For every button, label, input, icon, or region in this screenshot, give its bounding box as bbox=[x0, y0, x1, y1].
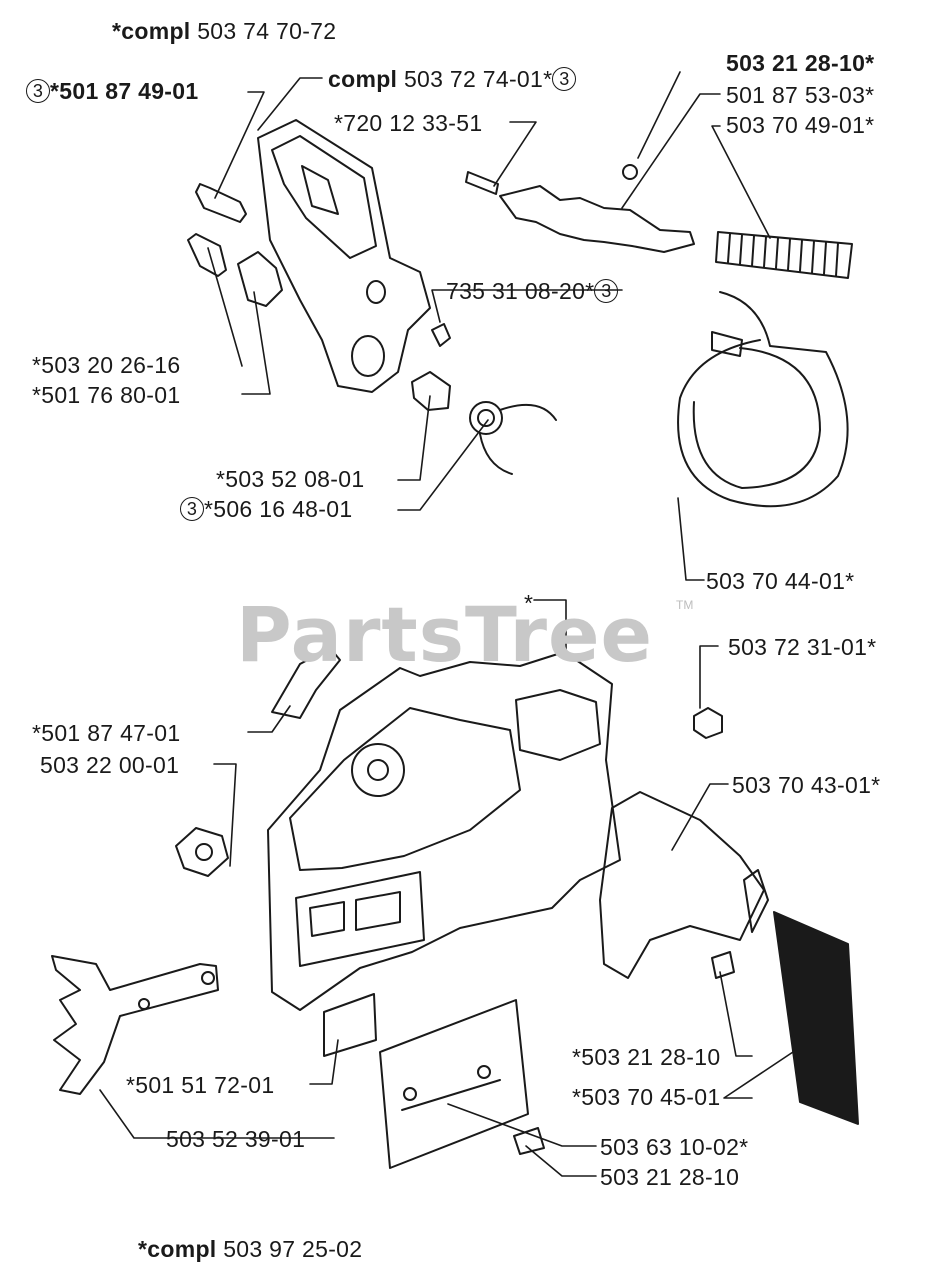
bolt-part bbox=[187, 183, 451, 411]
part-number: 503 70 43-01* bbox=[732, 772, 881, 798]
part-label-503-52-39-01[interactable]: 503 52 39-01 bbox=[166, 1126, 305, 1152]
part-label-503-21-28-10-top[interactable]: 503 21 28-10* bbox=[726, 50, 874, 76]
side-cover-part bbox=[599, 791, 769, 979]
ref-circle: 3 bbox=[26, 79, 50, 103]
part-number: *720 12 33-51 bbox=[334, 110, 483, 136]
part-number: 503 70 49-01* bbox=[726, 112, 875, 138]
part-label-503-70-45-01[interactable]: *503 70 45-01 bbox=[572, 1084, 720, 1110]
part-label-503-22-00-01[interactable]: 503 22 00-01 bbox=[40, 752, 179, 778]
ref-circle: 3 bbox=[180, 497, 204, 521]
ref-circle: 3 bbox=[552, 67, 577, 91]
part-label-503-72-31-01[interactable]: 503 72 31-01* bbox=[728, 634, 876, 660]
part-number: *503 52 08-01 bbox=[216, 466, 365, 492]
compl-number: 503 74 70-72 bbox=[197, 18, 337, 44]
part-number: 503 52 39-01 bbox=[166, 1126, 306, 1152]
part-label-503-70-43-01[interactable]: 503 70 43-01* bbox=[732, 772, 880, 798]
part-label-501-87-49-01[interactable]: 3*501 87 49-01 bbox=[26, 78, 198, 104]
small-lower-parts bbox=[175, 647, 735, 1155]
part-number: 503 22 00-01 bbox=[40, 752, 180, 778]
part-label-735-31-08-20[interactable]: 735 31 08-20*3 bbox=[446, 278, 619, 304]
header-compl-label: *compl 503 74 70-72 bbox=[112, 18, 336, 44]
brake-lever-part bbox=[465, 164, 695, 253]
part-number: * bbox=[524, 590, 534, 616]
part-number: 503 21 28-10 bbox=[600, 1164, 740, 1190]
part-number: *506 16 48-01 bbox=[204, 496, 353, 522]
part-label-501-51-72-01[interactable]: *501 51 72-01 bbox=[126, 1072, 274, 1098]
part-number: 503 70 44-01* bbox=[706, 568, 855, 594]
part-label-501-87-53-03[interactable]: 501 87 53-03* bbox=[726, 82, 874, 108]
part-label-503-21-28-10-bottom[interactable]: 503 21 28-10 bbox=[600, 1164, 739, 1190]
part-label-720-12-33-51[interactable]: *720 12 33-51 bbox=[334, 110, 482, 136]
part-number: 735 31 08-20* bbox=[446, 278, 595, 304]
wrench-part bbox=[51, 955, 219, 1095]
part-label-503-21-28-10-mid[interactable]: *503 21 28-10 bbox=[572, 1044, 720, 1070]
part-label-503-20-26-16[interactable]: *503 20 26-16 bbox=[32, 352, 180, 378]
part-number: 503 72 74-01* bbox=[403, 66, 553, 92]
ref-circle: 3 bbox=[594, 279, 619, 303]
watermark-tm: TM bbox=[676, 598, 694, 612]
part-number: 503 63 10-02* bbox=[600, 1134, 749, 1160]
footer-compl-label: *compl 503 97 25-02 bbox=[138, 1236, 362, 1262]
part-number: *501 87 47-01 bbox=[32, 720, 181, 746]
part-number: 503 21 28-10* bbox=[726, 50, 875, 76]
part-number: *503 21 28-10 bbox=[572, 1044, 721, 1070]
torsion-spring-part bbox=[469, 401, 557, 475]
part-label-501-76-80-01[interactable]: *501 76 80-01 bbox=[32, 382, 180, 408]
compl-number: 503 97 25-02 bbox=[223, 1236, 363, 1262]
part-number: *501 51 72-01 bbox=[126, 1072, 275, 1098]
part-star: * bbox=[50, 78, 60, 104]
part-label-506-16-48-01[interactable]: 3*506 16 48-01 bbox=[180, 496, 352, 522]
compl-word: compl bbox=[328, 66, 398, 92]
part-label-503-52-08-01[interactable]: *503 52 08-01 bbox=[216, 466, 364, 492]
part-number: *501 76 80-01 bbox=[32, 382, 181, 408]
spring-part bbox=[715, 231, 853, 279]
filter-pad-part bbox=[773, 911, 859, 1125]
brake-band-part bbox=[677, 291, 849, 508]
part-label-star[interactable]: * bbox=[524, 590, 533, 616]
watermark: PartsTree bbox=[236, 590, 654, 679]
leader-lines bbox=[99, 71, 797, 1177]
part-label-503-72-74-01[interactable]: compl 503 72 74-01*3 bbox=[328, 66, 577, 92]
part-label-503-70-44-01[interactable]: 503 70 44-01* bbox=[706, 568, 854, 594]
part-number: *503 70 45-01 bbox=[572, 1084, 721, 1110]
part-label-503-63-10-02[interactable]: 503 63 10-02* bbox=[600, 1134, 748, 1160]
compl-word: *compl bbox=[138, 1236, 217, 1262]
part-number: *503 20 26-16 bbox=[32, 352, 181, 378]
part-number: 501 87 53-03* bbox=[726, 82, 875, 108]
part-number: 503 72 31-01* bbox=[728, 634, 877, 660]
part-label-503-70-49-01[interactable]: 503 70 49-01* bbox=[726, 112, 874, 138]
clutch-cover-part bbox=[267, 651, 621, 1011]
part-number: 501 87 49-01 bbox=[59, 78, 199, 104]
compl-word: *compl bbox=[112, 18, 191, 44]
bar-plate-part bbox=[379, 999, 529, 1169]
guard-plate-part bbox=[257, 119, 431, 393]
part-label-501-87-47-01[interactable]: *501 87 47-01 bbox=[32, 720, 180, 746]
